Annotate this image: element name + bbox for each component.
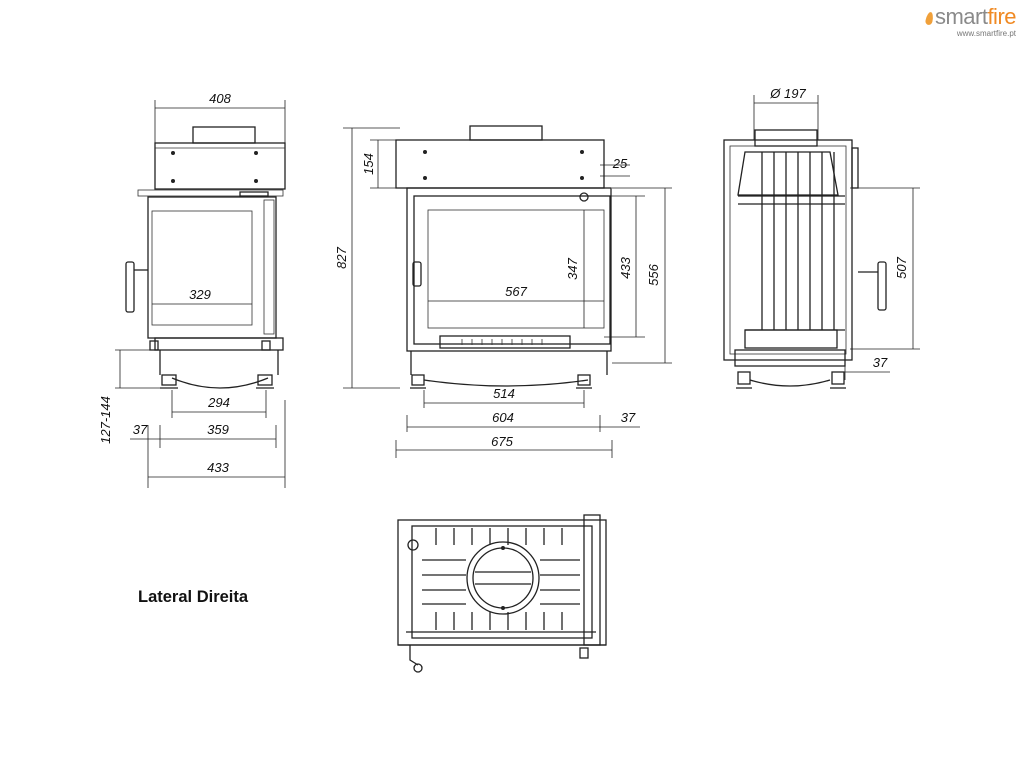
flame-icon: [924, 11, 935, 26]
dim-side-width: 408: [209, 91, 231, 106]
dim-side-glass: 329: [189, 287, 211, 302]
dim-side-offset: 37: [133, 422, 148, 437]
top-view-ribs: [422, 528, 580, 630]
dim-front-offset: 37: [621, 410, 636, 425]
brand-logo: smartfire www.smartfire.pt: [924, 6, 1016, 38]
brand-url: www.smartfire.pt: [956, 29, 1016, 38]
dim-side-feet: 294: [207, 395, 230, 410]
top-view: [397, 514, 607, 673]
rear-view: Ø 197 507: [723, 86, 920, 389]
dim-rear-height: 507: [894, 256, 909, 278]
dim-front-frame: 556: [646, 263, 661, 285]
dim-front-glass-height: 347: [565, 257, 580, 279]
dim-front-feet: 514: [493, 386, 515, 401]
dim-front-glass-width: 567: [505, 284, 527, 299]
rear-ribs: [761, 152, 835, 330]
dim-side-base: 359: [207, 422, 229, 437]
side-view: 408 329: [98, 91, 286, 488]
dim-side-foot-height: 127-144: [98, 396, 113, 444]
dim-front-top: 154: [361, 153, 376, 175]
dim-front-opening: 433: [618, 256, 633, 278]
dim-rear-flue: Ø 197: [769, 86, 806, 101]
brand-wordmark: smartfire: [924, 6, 1016, 28]
dim-side-depth: 433: [207, 460, 229, 475]
dim-front-total-width: 675: [491, 434, 513, 449]
view-caption: Lateral Direita: [138, 588, 249, 606]
dim-rear-offset: 37: [873, 355, 888, 370]
dim-front-inner: 604: [492, 410, 514, 425]
dim-front-gap: 25: [612, 156, 628, 171]
dim-front-height: 827: [334, 246, 349, 268]
front-view: 827 154 25: [334, 125, 672, 458]
front-grate-slots: [461, 339, 543, 345]
